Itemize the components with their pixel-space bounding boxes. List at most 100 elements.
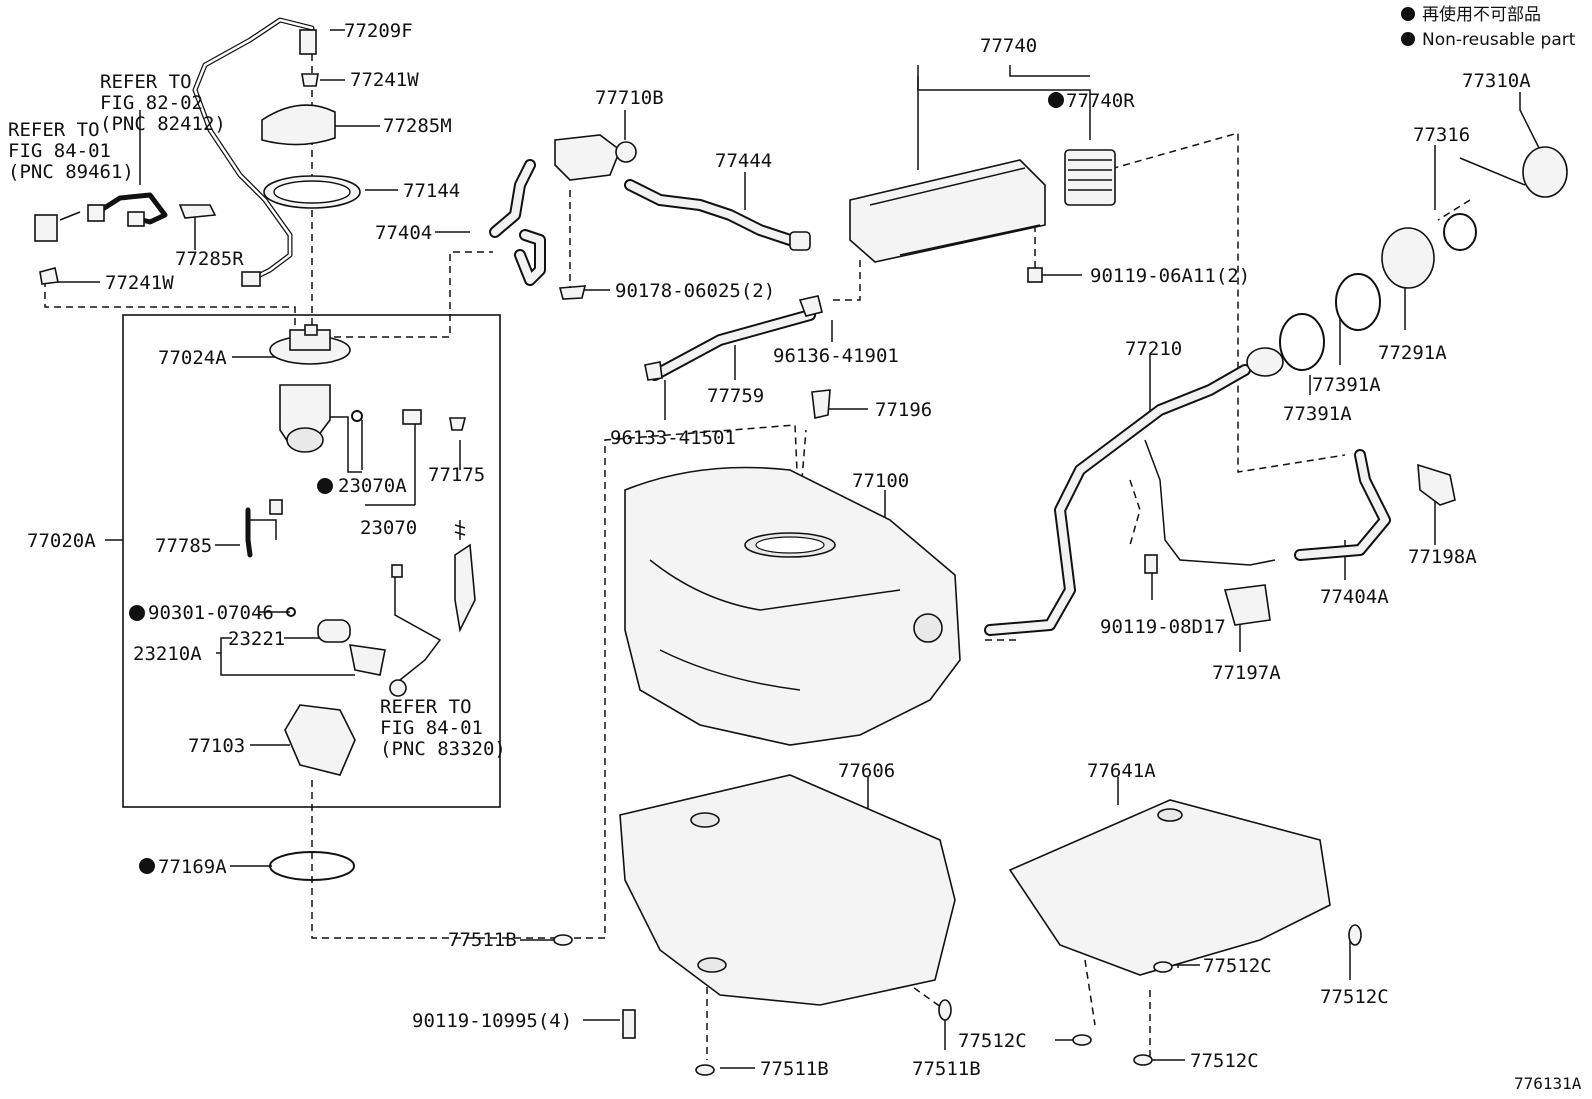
label-77785: 77785	[155, 535, 212, 557]
clip-icon	[1348, 924, 1362, 946]
label-90119-08D17: 90119-08D17	[1100, 616, 1226, 638]
label-77197A: 77197A	[1212, 662, 1281, 684]
label-77391A-a: 77391A	[1312, 374, 1381, 396]
o-ring-icon	[351, 410, 363, 422]
clip-icon	[695, 1064, 715, 1076]
label-77404: 77404	[375, 222, 432, 244]
filler-neck-icon	[1246, 347, 1284, 377]
canister-filter-icon	[1064, 149, 1116, 206]
label-77285M: 77285M	[383, 115, 452, 137]
connector-icon	[269, 499, 283, 515]
valve-77710B-icon	[554, 134, 621, 181]
bracket-icon	[454, 543, 476, 633]
clip-icon	[553, 934, 573, 946]
filler-pipe	[984, 347, 1456, 636]
regulator-icon	[402, 409, 422, 425]
bracket-77198A-icon	[1417, 463, 1456, 506]
label-77512C-b: 77512C	[1320, 986, 1389, 1008]
label-90119-10995: 90119-10995(4)	[412, 1010, 572, 1032]
legend-en: Non-reusable part	[1422, 30, 1576, 50]
protector-77641A-icon	[1008, 799, 1331, 976]
clamp-icon	[178, 204, 217, 219]
protector-77606-icon	[619, 774, 956, 1006]
canister-parts	[849, 149, 1116, 283]
jet-pump-icon	[284, 704, 356, 776]
ref-82-line2: FIG 82-02	[100, 92, 203, 114]
label-77606: 77606	[838, 760, 895, 782]
connector-icon	[87, 204, 105, 222]
pump-assembly-parts	[245, 324, 476, 776]
label-77144: 77144	[403, 180, 460, 202]
fuel-tank	[624, 466, 961, 746]
clip-icon	[301, 73, 319, 87]
label-77740: 77740	[980, 35, 1037, 57]
label-77511B-a: 77511B	[448, 929, 517, 951]
clip-icon	[39, 267, 59, 285]
label-77512C-c: 77512C	[958, 1030, 1027, 1052]
o-ring-icon	[1279, 313, 1325, 371]
label-77444: 77444	[715, 150, 772, 172]
label-77710B: 77710B	[595, 87, 664, 109]
legend: 再使用不可部品 Non-reusable part	[1401, 4, 1576, 50]
clip-icon	[798, 295, 823, 317]
label-77196: 77196	[875, 399, 932, 421]
label-77291A: 77291A	[1378, 342, 1447, 364]
pump-motor-icon	[286, 427, 324, 453]
o-ring-icon	[1335, 273, 1381, 331]
ref-84b-line2: FIG 84-01	[380, 717, 483, 739]
label-77285R: 77285R	[175, 248, 244, 270]
bolt-icon	[1027, 267, 1043, 283]
label-90178-06025: 90178-06025(2)	[615, 280, 775, 302]
label-23210A: 23210A	[133, 643, 202, 665]
ref-84b-line1: REFER TO	[380, 696, 472, 718]
label-77241W-left: 77241W	[105, 272, 174, 294]
part-labels: 77209F 77241W 77285M 77144 77404 77285R …	[27, 20, 1582, 1093]
protector-77197A-icon	[1223, 584, 1271, 626]
label-77024A: 77024A	[158, 347, 227, 369]
ref-84a-line2: FIG 84-01	[8, 140, 111, 162]
legend-dot-icon	[1401, 7, 1415, 21]
legend-dot-icon	[1401, 32, 1415, 46]
ref-84a-line3: (PNC 89461)	[8, 161, 134, 183]
ref-84b-line3: (PNC 83320)	[380, 738, 506, 760]
clips	[553, 924, 1362, 1076]
label-77759: 77759	[707, 385, 764, 407]
label-77404A: 77404A	[1320, 586, 1389, 608]
label-77209F: 77209F	[344, 20, 413, 42]
connector-icon	[299, 29, 317, 55]
label-77310A: 77310A	[1462, 70, 1531, 92]
ref-82-line1: REFER TO	[100, 71, 192, 93]
clip-icon	[1153, 961, 1173, 973]
figure-id: 776131A	[1514, 1074, 1582, 1093]
gasket-ring-icon	[269, 851, 355, 881]
wiring-parts	[34, 17, 319, 287]
bolt-icon	[622, 1009, 636, 1039]
clamp-icon	[811, 389, 831, 419]
reference-notes: REFER TO FIG 82-02 (PNC 82412) REFER TO …	[8, 71, 506, 760]
label-77391A-b: 77391A	[1283, 403, 1352, 425]
connector-icon	[127, 211, 145, 227]
label-77740R: 77740R	[1066, 90, 1135, 112]
label-77641A: 77641A	[1087, 760, 1156, 782]
label-77241W-top: 77241W	[350, 69, 419, 91]
clip-icon	[644, 361, 663, 381]
canister-icon	[849, 159, 1046, 263]
label-77169A: 77169A	[158, 856, 227, 878]
label-96133-41501: 96133-41501	[610, 427, 736, 449]
label-77512C-a: 77512C	[1203, 955, 1272, 977]
pump-filter-icon	[348, 644, 386, 676]
label-77210: 77210	[1125, 338, 1182, 360]
fuel-cap-icon	[1522, 146, 1568, 198]
gasket-ring-icon	[1443, 213, 1477, 251]
fuel-tank-body-icon	[624, 466, 961, 746]
connector-icon	[241, 271, 261, 287]
pump-cover-parts	[261, 104, 361, 209]
sensor-icon	[34, 214, 58, 242]
clip-icon	[938, 999, 952, 1021]
fuel-pump-icon	[317, 619, 351, 643]
label-77511B-b: 77511B	[760, 1058, 829, 1080]
label-96136-41901: 96136-41901	[773, 345, 899, 367]
ref-84a-line1: REFER TO	[8, 119, 100, 141]
float-icon	[389, 679, 407, 697]
